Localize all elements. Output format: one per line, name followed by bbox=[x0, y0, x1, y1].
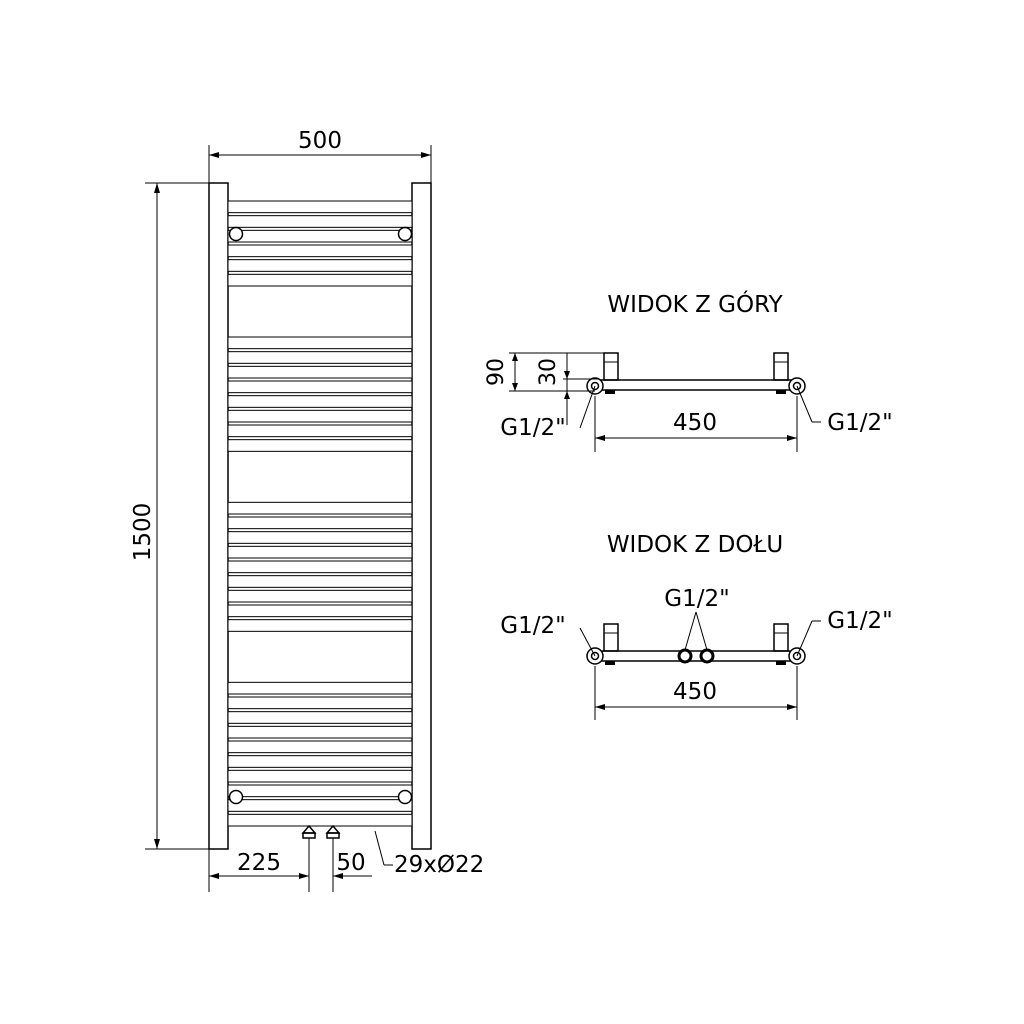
depth-outer-label: 90 bbox=[484, 358, 509, 386]
horizontal-bar bbox=[227, 560, 413, 574]
horizontal-bar bbox=[227, 711, 413, 724]
bottom-view-bracket-left bbox=[603, 623, 619, 652]
height-dimension: 1500 bbox=[130, 182, 209, 850]
horizontal-bar bbox=[227, 545, 413, 559]
left-connection-label: 225 bbox=[237, 850, 281, 876]
horizontal-bar bbox=[227, 380, 413, 394]
bottom-view-connection-a bbox=[677, 648, 693, 664]
horizontal-bar bbox=[227, 784, 413, 798]
width-label: 500 bbox=[298, 128, 342, 154]
horizontal-bar bbox=[227, 215, 413, 228]
mounting-bracket-bottom-left bbox=[228, 789, 244, 805]
bottom-view: WIDOK Z DOŁU G1/2" G1/2" G1/2" 450 bbox=[500, 532, 893, 720]
connection-dimensions: 225 50 bbox=[208, 838, 372, 892]
horizontal-bar bbox=[227, 725, 413, 739]
width-dimension: 500 bbox=[208, 128, 432, 183]
horizontal-bar bbox=[227, 244, 413, 258]
horizontal-bar bbox=[227, 516, 413, 530]
height-label: 1500 bbox=[130, 503, 156, 562]
horizontal-bar bbox=[227, 439, 413, 452]
bottom-connection-right bbox=[325, 824, 341, 839]
top-view-bracket-right bbox=[773, 352, 789, 381]
top-spacing-label: 450 bbox=[673, 410, 717, 436]
horizontal-bar bbox=[227, 273, 413, 287]
bottom-view-bracket-right bbox=[773, 623, 789, 652]
bottom-middle-thread-label: G1/2" bbox=[664, 586, 729, 612]
horizontal-bar bbox=[227, 813, 413, 827]
horizontal-bar bbox=[227, 200, 413, 214]
horizontal-bar bbox=[227, 229, 413, 243]
bottom-left-thread-label: G1/2" bbox=[500, 613, 565, 639]
top-view-bracket-left bbox=[603, 352, 619, 381]
horizontal-bar bbox=[227, 799, 413, 812]
horizontal-bar bbox=[227, 740, 413, 754]
mounting-bracket-top-right bbox=[397, 226, 413, 242]
horizontal-bar bbox=[227, 531, 413, 544]
depth-inner-label: 30 bbox=[536, 358, 561, 386]
horizontal-bars bbox=[227, 200, 413, 827]
left-side-post bbox=[208, 182, 229, 850]
bottom-spacing-label: 450 bbox=[673, 679, 717, 705]
front-view: 500 1500 225 50 29xØ22 bbox=[130, 128, 484, 892]
top-right-thread-label: G1/2" bbox=[827, 410, 892, 436]
horizontal-bar bbox=[227, 365, 413, 379]
top-left-thread-label: G1/2" bbox=[500, 415, 565, 441]
horizontal-bar bbox=[227, 696, 413, 710]
horizontal-bar bbox=[227, 575, 413, 588]
horizontal-bar bbox=[227, 755, 413, 768]
horizontal-bar bbox=[227, 769, 413, 783]
horizontal-bar bbox=[227, 351, 413, 364]
mounting-bracket-bottom-right bbox=[397, 789, 413, 805]
horizontal-bar bbox=[227, 409, 413, 423]
right-side-post bbox=[411, 182, 432, 850]
bottom-view-body bbox=[597, 650, 797, 662]
tubes-label: 29xØ22 bbox=[394, 852, 484, 878]
horizontal-bar bbox=[227, 619, 413, 632]
bottom-view-connection-b bbox=[699, 648, 715, 664]
tubes-leader: 29xØ22 bbox=[374, 830, 484, 878]
horizontal-bar bbox=[227, 424, 413, 438]
top-view-body bbox=[597, 379, 797, 391]
horizontal-bar bbox=[227, 395, 413, 408]
horizontal-bar bbox=[227, 259, 413, 272]
horizontal-bar bbox=[227, 336, 413, 350]
top-view: WIDOK Z GÓRY 90 30 G1/2" G1/2" bbox=[484, 290, 893, 452]
horizontal-bar bbox=[227, 501, 413, 515]
bottom-connection-left bbox=[301, 824, 317, 839]
mounting-bracket-top-left bbox=[228, 226, 244, 242]
top-view-title: WIDOK Z GÓRY bbox=[607, 290, 783, 318]
horizontal-bar bbox=[227, 681, 413, 695]
bottom-view-title: WIDOK Z DOŁU bbox=[607, 532, 783, 558]
bottom-right-thread-label: G1/2" bbox=[827, 608, 892, 634]
connection-spacing-label: 50 bbox=[336, 850, 365, 876]
horizontal-bar bbox=[227, 604, 413, 618]
horizontal-bar bbox=[227, 589, 413, 603]
